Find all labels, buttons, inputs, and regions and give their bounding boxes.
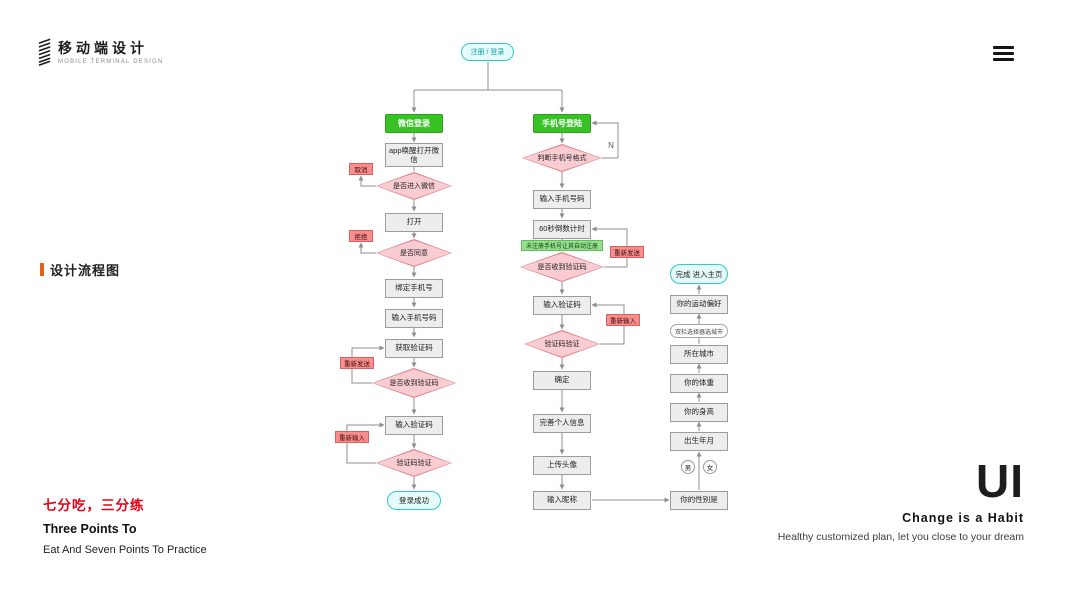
city-picker-note: 双栏选择器选城市 xyxy=(670,324,728,338)
menu-icon[interactable] xyxy=(993,46,1014,65)
complete-profile: 完善个人信息 xyxy=(533,413,591,433)
upload-avatar: 上传头像 xyxy=(533,455,591,475)
countdown-timer: 60秒倒数计时 xyxy=(533,219,591,239)
flow-edge xyxy=(591,120,619,159)
phone-input-code: 输入验证码 xyxy=(533,295,591,315)
flow-edge xyxy=(346,422,385,464)
phone-format-decision-label: 判断手机号格式 xyxy=(537,155,587,162)
section-label: 设计流程图 xyxy=(40,260,120,279)
auto-register-note: 未注册手机号让其自动注册 xyxy=(521,239,603,251)
section-title: 设计流程图 xyxy=(50,263,121,278)
logo-subtitle: MOBILE TERMINAL DESIGN xyxy=(58,59,164,65)
phone-code-received-decision-label: 是否收到验证码 xyxy=(537,264,587,271)
input-nickname: 输入昵称 xyxy=(533,490,591,510)
enter-wechat-decision-label: 是否进入微信 xyxy=(393,183,435,190)
male-option: 男 xyxy=(681,460,695,474)
wechat-login-start: 微信登录 xyxy=(385,113,443,133)
n-branch-label: N xyxy=(608,140,614,150)
phone-code-verify-decision-label: 验证码验证 xyxy=(544,341,580,348)
wechat-code-verify-decision: 验证码验证 xyxy=(376,449,452,477)
confirm-step: 确定 xyxy=(533,370,591,390)
phone-code-received-decision: 是否收到验证码 xyxy=(520,252,604,282)
menu-bar xyxy=(993,46,1014,49)
refuse-tag: 拒绝 xyxy=(349,230,373,242)
open-step: 打开 xyxy=(385,212,443,232)
phone-format-decision: 判断手机号格式 xyxy=(522,144,602,172)
phone-code-verify-decision: 验证码验证 xyxy=(524,330,600,358)
phone-reinput-tag: 重新输入 xyxy=(606,314,640,326)
footer-right: UI Change is a Habit Healthy customized … xyxy=(778,458,1024,543)
wechat-reinput-tag: 重新输入 xyxy=(335,431,369,443)
section-accent-bar xyxy=(40,263,44,276)
app-wake-wechat: app唤醒打开微信 xyxy=(385,143,443,167)
agree-decision: 是否同意 xyxy=(376,239,452,267)
menu-bar xyxy=(993,52,1014,55)
current-city: 所在城市 xyxy=(670,344,728,364)
wechat-input-code: 输入验证码 xyxy=(385,415,443,435)
subtitle: Healthy customized plan, let you close t… xyxy=(777,531,1024,543)
your-height: 你的身高 xyxy=(670,402,728,422)
footer-left: 七分吃，三分练 Three Points To Eat And Seven Po… xyxy=(43,494,207,556)
agree-decision-label: 是否同意 xyxy=(400,250,428,257)
your-gender: 你的性别是 xyxy=(670,490,728,510)
slogan-english: Eat And Seven Points To Practice xyxy=(43,544,207,556)
wechat-input-phone: 输入手机号码 xyxy=(385,308,443,328)
wechat-code-verify-decision-label: 验证码验证 xyxy=(396,460,432,467)
bind-phone: 绑定手机号 xyxy=(385,278,443,298)
wechat-code-received-decision: 是否收到验证码 xyxy=(372,368,456,398)
phone-input-phone: 输入手机号码 xyxy=(533,189,591,209)
enter-wechat-decision: 是否进入微信 xyxy=(376,172,452,200)
sport-preference: 你的运动偏好 xyxy=(670,294,728,314)
phone-resend-tag: 重新发送 xyxy=(610,246,644,258)
flow-edge xyxy=(358,175,376,187)
slogan-chinese: 七分吃，三分练 xyxy=(43,498,145,513)
wechat-resend-tag: 重新发送 xyxy=(340,357,374,369)
cancel-tag: 取消 xyxy=(349,163,373,175)
register-login-pill[interactable]: 注册 / 登录 xyxy=(461,43,514,61)
logo-icon xyxy=(38,38,51,66)
wechat-code-received-decision-label: 是否收到验证码 xyxy=(389,380,439,387)
flow-edge xyxy=(358,242,376,254)
your-weight: 你的体重 xyxy=(670,373,728,393)
birth-date: 出生年月 xyxy=(670,431,728,451)
login-success: 登录成功 xyxy=(387,490,441,510)
menu-bar xyxy=(993,58,1014,61)
logo: 移动端设计 MOBILE TERMINAL DESIGN xyxy=(38,38,163,66)
get-code: 获取验证码 xyxy=(385,338,443,358)
tagline: Change is a Habit xyxy=(902,511,1024,525)
female-option: 女 xyxy=(703,460,717,474)
finish-home: 完成 进入主页 xyxy=(670,264,728,284)
logo-title: 移动端设计 xyxy=(58,40,148,56)
phone-login-start: 手机号登陆 xyxy=(533,113,591,133)
slogan-english-bold: Three Points To xyxy=(43,522,137,536)
logo-text-block: 移动端设计 MOBILE TERMINAL DESIGN xyxy=(58,38,163,65)
ui-big-text: UI xyxy=(976,455,1024,507)
